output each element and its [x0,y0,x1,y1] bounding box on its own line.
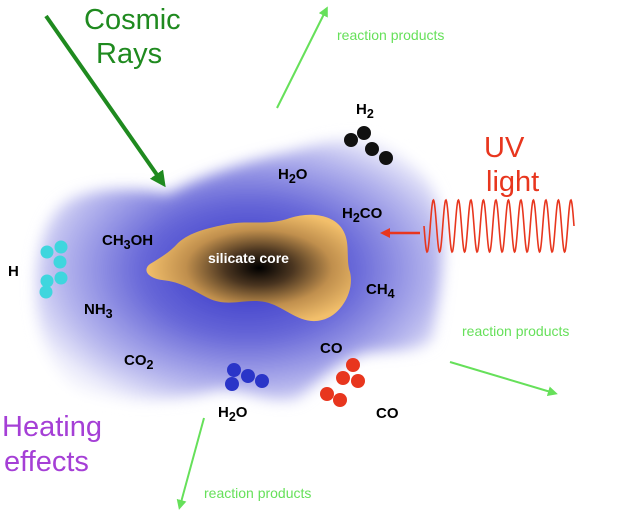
uv-light-label-line2: light [486,166,540,198]
co-molecule-dot [346,358,360,372]
reaction-arrow-right [449,361,558,397]
h-atom-dot [53,255,67,269]
h2-molecule-dot [344,133,358,147]
uv-light-label-line1: UV [484,132,525,164]
h2-molecule-dot [379,151,393,165]
h2-label: H2 [356,101,374,121]
reaction-products-label-bottom: reaction products [204,485,312,501]
h-atom-dot [40,274,54,288]
h-atom-dot [54,240,68,254]
heating-effects-label-line1: Heating [2,411,102,443]
reaction-products-label-right: reaction products [462,323,570,339]
co-molecule-dot [320,387,334,401]
nh3-label: NH3 [84,301,113,321]
ch4-label: CH4 [366,281,395,301]
co2-label: CO2 [124,352,154,372]
ch3oh-label: CH3OH [102,232,154,252]
h2o-molecule-dot [255,374,269,388]
h2o-molecule-dot [241,369,255,383]
h2o-molecule-dot [225,377,239,391]
cosmic-rays-arrow [44,14,166,188]
h2co-label: H2CO [342,205,383,225]
reaction-products-label-top: reaction products [337,27,445,43]
co-label-upper: CO [320,340,343,357]
reaction-arrow-top [276,6,328,109]
h2o-molecule-dot [227,363,241,377]
h2o-label-top: H2O [278,166,308,186]
co-molecule-dot [333,393,347,407]
h2-molecule-dot [357,126,371,140]
h2o-label-bottom: H2O [218,404,248,424]
cosmic-rays-label-line1: Cosmic [84,4,181,36]
heating-effects-label-line2: effects [4,446,89,478]
h-atom-dot [39,285,53,299]
cosmic-rays-label-line2: Rays [96,38,163,70]
h-atom-dot [54,271,68,285]
h-atom-label: H [8,263,19,280]
co-label-lower: CO [376,405,399,422]
silicate-core-shape [146,214,351,322]
h2-molecule-dot [365,142,379,156]
co-molecule-dot [351,374,365,388]
co-molecule-dot [336,371,350,385]
uv-light-wave [423,198,575,254]
h-atom-dot [40,245,54,259]
silicate-core-label: silicate core [208,250,289,266]
reaction-arrow-bottom [176,417,205,510]
